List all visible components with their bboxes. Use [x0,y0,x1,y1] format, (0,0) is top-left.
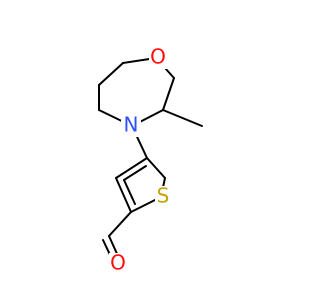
bond-c2-cho [108,211,132,237]
bond-methyl [162,109,203,127]
molecule-canvas: O N S O [98,44,203,275]
bond-thiophene-c2-c3 [115,177,132,213]
molecule-structure: O N S O [98,45,203,275]
oxygen-aldehyde-label: O [110,251,126,275]
oxygen-ring-label-background [149,47,167,69]
bond-thiophene-c3-c4 [115,157,148,179]
bond-cho-o-a [108,235,119,257]
bond-ch-ch2 [162,77,175,111]
sulfur-label-background [155,186,171,208]
oxygen-ring-label: O [150,45,166,69]
sulfur-label: S [157,184,170,208]
oxygen-aldehyde-label-background [109,253,127,275]
bond-ch2-ch2-a [98,62,124,86]
nitrogen-label: N [124,113,139,137]
bond-thiophene-c4-c5 [146,157,166,179]
bond-thiophene-double-a [123,165,147,181]
nitrogen-label-background [121,115,141,137]
bond-thiophene-double-b [123,179,136,205]
